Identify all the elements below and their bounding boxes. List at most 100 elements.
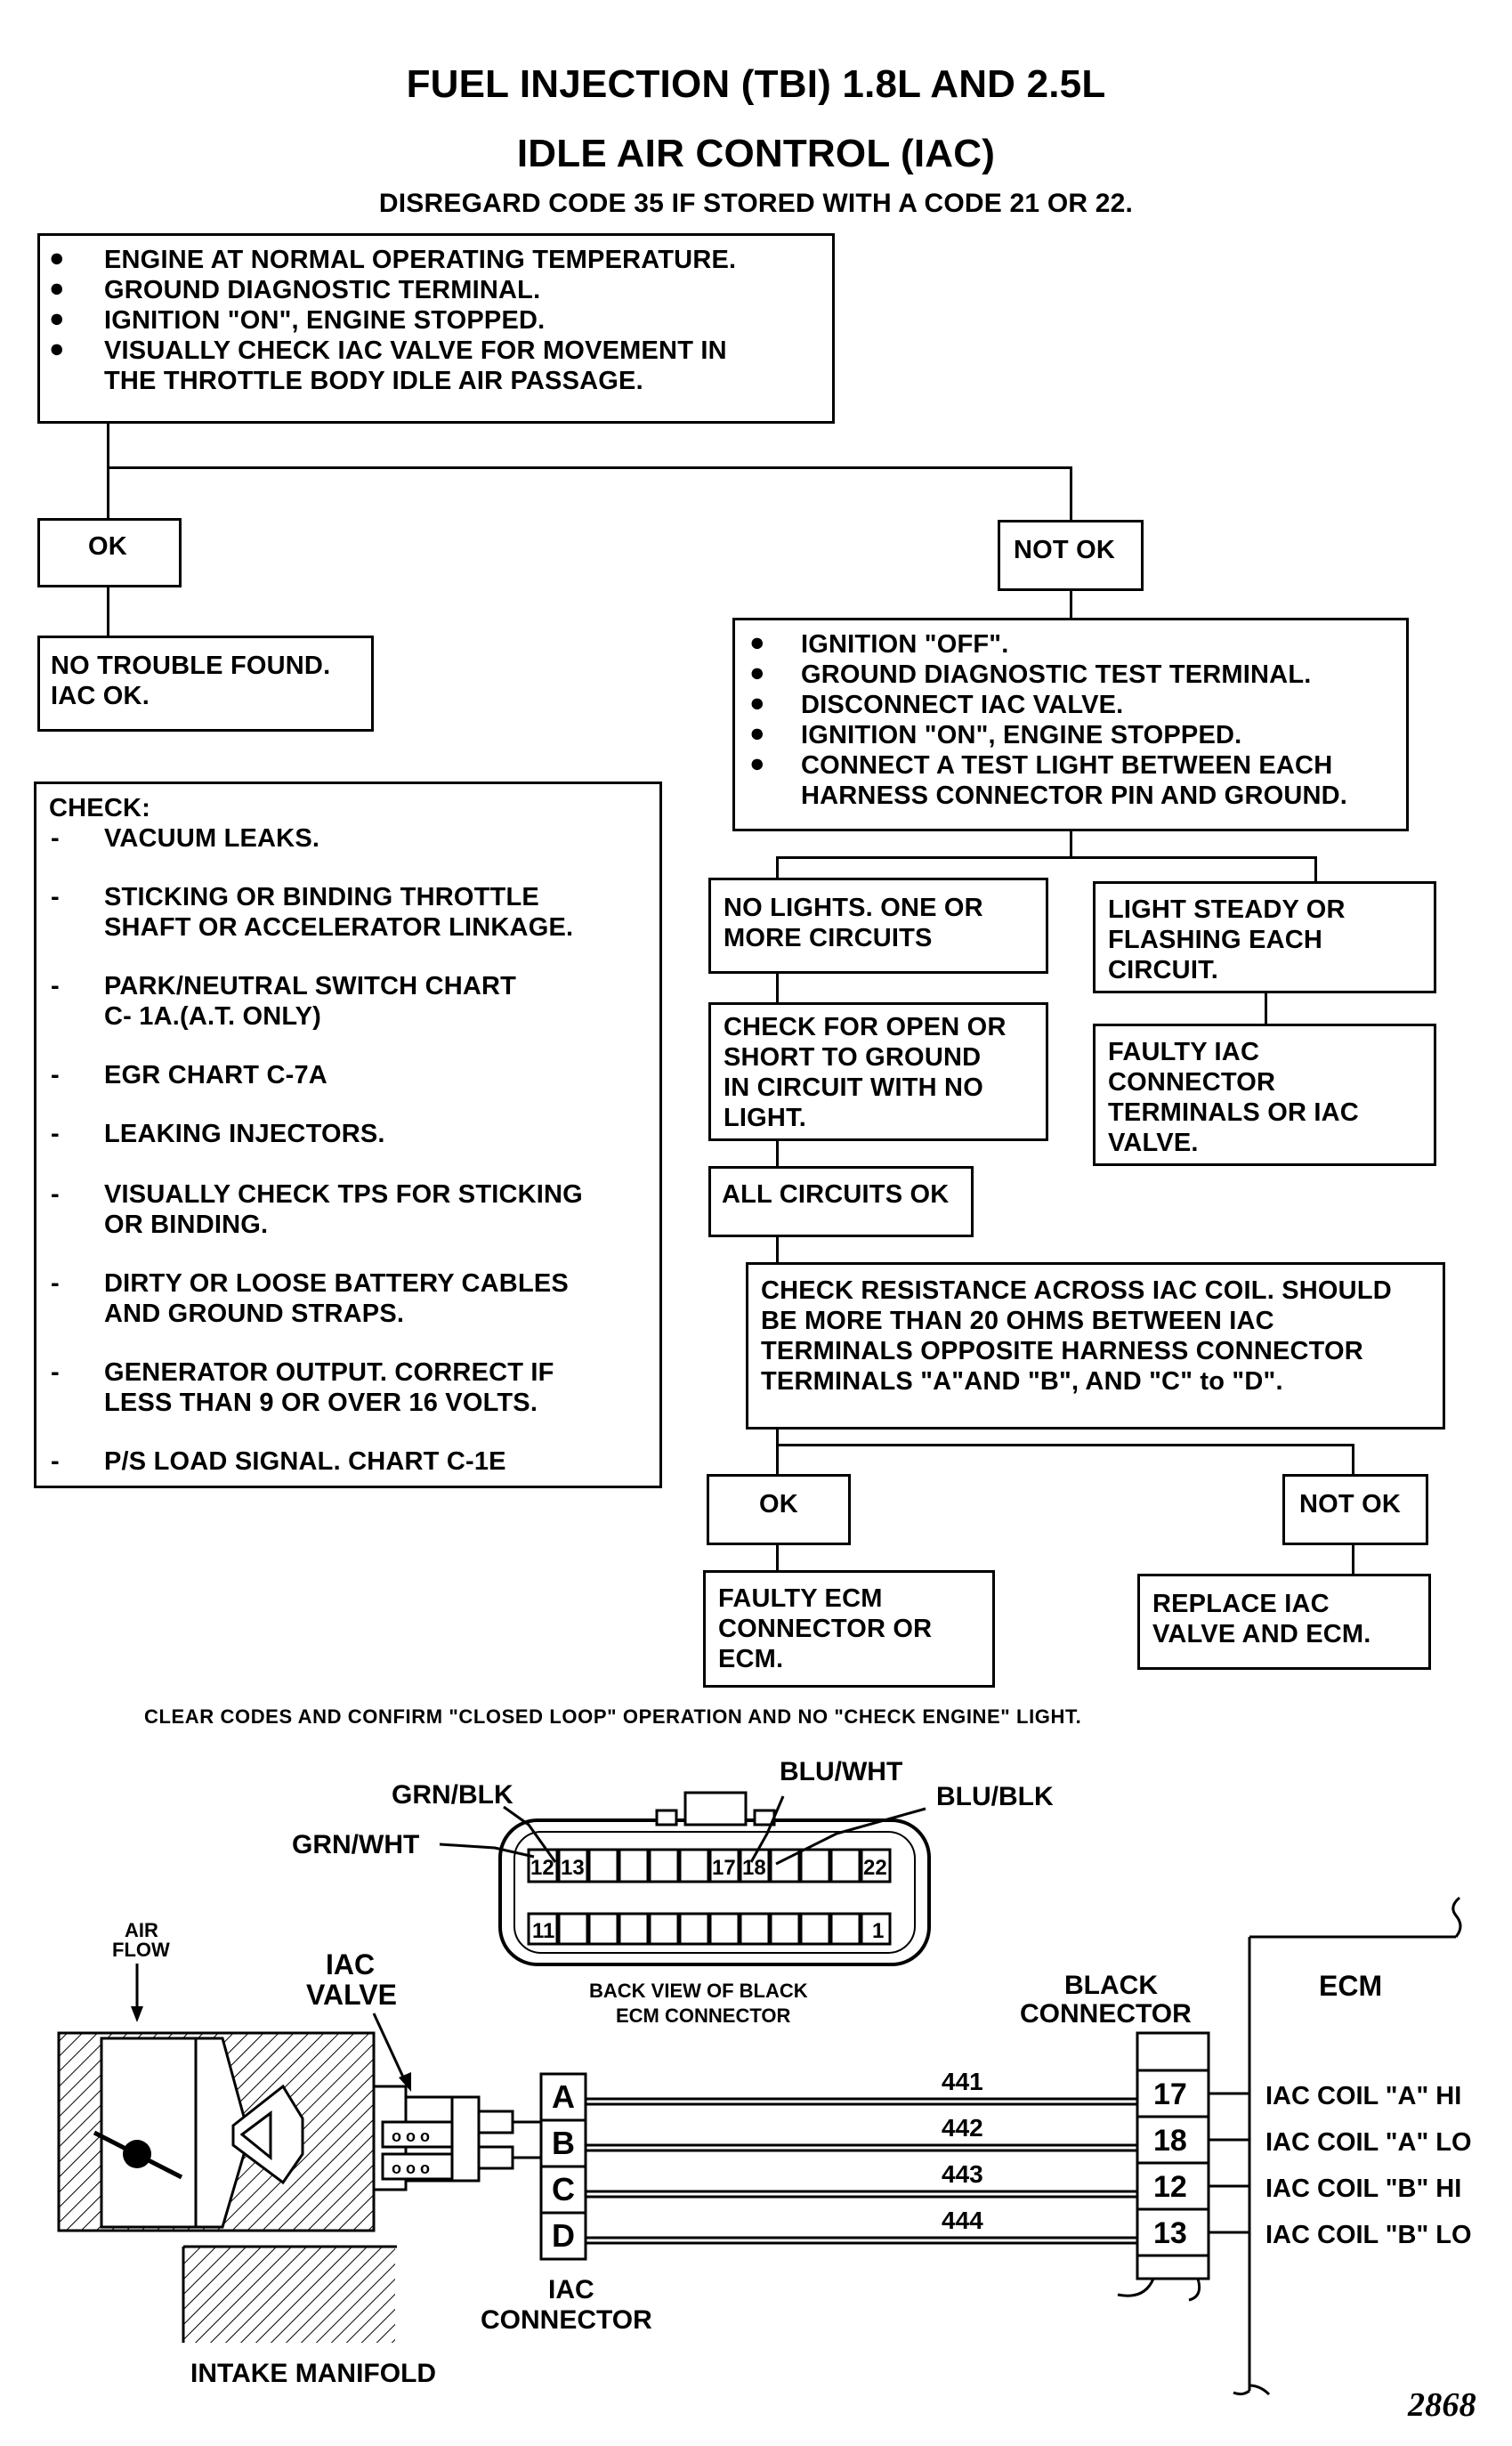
no-trouble-box: NO TROUBLE FOUND. IAC OK. xyxy=(37,636,374,732)
iac-pin-letter: B xyxy=(552,2125,575,2161)
circuit-number: 444 xyxy=(942,2207,983,2234)
check-open-line: IN CIRCUIT WITH NO xyxy=(724,1073,983,1102)
circuit-number: 443 xyxy=(942,2160,983,2188)
figure-number: 2868 xyxy=(1408,2386,1476,2424)
back-view-label: BACK VIEW OF BLACK xyxy=(589,1980,808,2002)
resistance-line: BE MORE THAN 20 OHMS BETWEEN IAC xyxy=(761,1307,1274,1335)
clear-codes-note: CLEAR CODES AND CONFIRM "CLOSED LOOP" OP… xyxy=(144,1705,1082,1728)
intake-manifold-label: INTAKE MANIFOLD xyxy=(190,2359,436,2388)
iac-valve-label: VALVE xyxy=(306,1979,397,2011)
check-item: C- 1A.(A.T. ONLY) xyxy=(104,1002,322,1031)
check-item: DIRTY OR LOOSE BATTERY CABLES xyxy=(104,1269,569,1298)
check-item: SHAFT OR ACCELERATOR LINKAGE. xyxy=(104,913,574,942)
light-steady-line: FLASHING EACH xyxy=(1108,926,1323,954)
test-box: ● ● ● ● ● IGNITION "OFF". GROUND DIAGNOS… xyxy=(732,618,1409,831)
no-lights-line: MORE CIRCUITS xyxy=(724,924,933,952)
light-steady-line: LIGHT STEADY OR xyxy=(1108,895,1346,924)
ecm-connector-back-view: 12 13 17 18 22 11 1 xyxy=(498,1791,931,1966)
check-item: OR BINDING. xyxy=(104,1211,269,1239)
pin-label: 12 xyxy=(530,1856,554,1880)
ecm-leads xyxy=(1209,2092,1249,2234)
ecm-outline xyxy=(1233,1896,1462,2396)
circuit-number: 442 xyxy=(942,2114,983,2142)
ecm-pin-description: IAC COIL "B" LO xyxy=(1265,2221,1472,2249)
faulty-ecm-line: ECM. xyxy=(718,1645,784,1673)
check-item: PARK/NEUTRAL SWITCH CHART xyxy=(104,972,517,1000)
start-box: ● ● ● ● ENGINE AT NORMAL OPERATING TEMPE… xyxy=(37,233,835,424)
check-item: VACUUM LEAKS. xyxy=(104,824,320,853)
resistance-box: CHECK RESISTANCE ACROSS IAC COIL. SHOULD… xyxy=(746,1262,1445,1430)
svg-text:o o o: o o o xyxy=(392,2159,430,2177)
start-item: IGNITION "ON", ENGINE STOPPED. xyxy=(104,306,546,335)
check-item: VISUALLY CHECK TPS FOR STICKING xyxy=(104,1180,583,1209)
page-title: FUEL INJECTION (TBI) 1.8L AND 2.5L xyxy=(406,62,1106,106)
check-item: EGR CHART C-7A xyxy=(104,1061,327,1089)
ecm-pin-description: IAC COIL "B" HI xyxy=(1265,2175,1461,2203)
wire-label-grn-blk: GRN/BLK xyxy=(392,1780,513,1810)
no-lights-line: NO LIGHTS. ONE OR xyxy=(724,894,983,922)
wire-label-blu-wht: BLU/WHT xyxy=(780,1757,902,1786)
wire-label-blu-blk: BLU/BLK xyxy=(936,1782,1054,1811)
replace-iac-line: REPLACE IAC xyxy=(1152,1590,1330,1618)
start-item: THE THROTTLE BODY IDLE AIR PASSAGE. xyxy=(104,367,643,395)
iac-pin-letter: A xyxy=(552,2078,575,2115)
faulty-ecm-line: FAULTY ECM xyxy=(718,1584,883,1613)
throttle-body xyxy=(57,2031,376,2232)
check-box: CHECK: - VACUUM LEAKS. - STICKING OR BIN… xyxy=(34,782,662,1488)
pin-label: 22 xyxy=(863,1856,887,1880)
check-item: AND GROUND STRAPS. xyxy=(104,1300,405,1328)
start-item: ENGINE AT NORMAL OPERATING TEMPERATURE. xyxy=(104,246,737,274)
faulty-iac-line: CONNECTOR xyxy=(1108,1068,1276,1097)
check-open-line: LIGHT. xyxy=(724,1104,807,1132)
pin-pointer-lines xyxy=(439,1795,926,1866)
check-open-line: CHECK FOR OPEN OR xyxy=(724,1013,1007,1041)
faulty-ecm-box: FAULTY ECM CONNECTOR OR ECM. xyxy=(703,1570,995,1688)
check-item: STICKING OR BINDING THROTTLE xyxy=(104,883,539,911)
test-item: DISCONNECT IAC VALVE. xyxy=(801,691,1124,719)
no-trouble-line: IAC OK. xyxy=(51,682,150,710)
check-heading: CHECK: xyxy=(49,794,150,822)
light-steady-box: LIGHT STEADY OR FLASHING EACH CIRCUIT. xyxy=(1093,881,1436,993)
resistance-line: CHECK RESISTANCE ACROSS IAC COIL. SHOULD xyxy=(761,1276,1392,1305)
resistance-line: TERMINALS "A"AND "B", AND "C" to "D". xyxy=(761,1367,1283,1396)
faulty-iac-line: VALVE. xyxy=(1108,1129,1199,1157)
replace-iac-line: VALVE AND ECM. xyxy=(1152,1620,1371,1648)
resistance-line: TERMINALS OPPOSITE HARNESS CONNECTOR xyxy=(761,1337,1363,1365)
pin-label: 13 xyxy=(561,1856,585,1880)
ecm-pin-number: 12 xyxy=(1153,2170,1187,2204)
ecm-pin-description: IAC COIL "A" LO xyxy=(1265,2128,1472,2157)
check-open-box: CHECK FOR OPEN OR SHORT TO GROUND IN CIR… xyxy=(708,1002,1048,1141)
no-trouble-line: NO TROUBLE FOUND. xyxy=(51,652,331,680)
pin-label: 1 xyxy=(872,1919,884,1943)
svg-text:o o o: o o o xyxy=(392,2127,430,2145)
black-connector: 17 18 12 13 xyxy=(1117,2031,1210,2302)
iac-connector-label: IAC xyxy=(548,2275,594,2304)
iac-connector-label: CONNECTOR xyxy=(481,2305,652,2335)
no-lights-box: NO LIGHTS. ONE OR MORE CIRCUITS xyxy=(708,878,1048,974)
not-ok-bottom-label: NOT OK xyxy=(1299,1490,1401,1519)
check-open-line: SHORT TO GROUND xyxy=(724,1043,982,1072)
ok-bottom-box: OK xyxy=(707,1474,851,1545)
test-item: CONNECT A TEST LIGHT BETWEEN EACH xyxy=(801,751,1333,780)
wire-label-grn-wht: GRN/WHT xyxy=(292,1830,419,1859)
faulty-iac-line: FAULTY IAC xyxy=(1108,1038,1260,1066)
test-item: IGNITION "OFF". xyxy=(801,630,1009,659)
start-item: VISUALLY CHECK IAC VALVE FOR MOVEMENT IN xyxy=(104,336,727,365)
pin-label: 18 xyxy=(742,1856,766,1880)
iac-pin-letter: D xyxy=(552,2217,575,2254)
circuit-number: 441 xyxy=(942,2068,983,2095)
back-view-label: ECM CONNECTOR xyxy=(616,2005,790,2027)
disregard-note: DISREGARD CODE 35 IF STORED WITH A CODE … xyxy=(378,189,1134,218)
ok-bottom-label: OK xyxy=(759,1490,798,1519)
ok-box: OK xyxy=(37,518,182,587)
ok-label: OK xyxy=(88,532,127,561)
top-pin-row xyxy=(527,1848,892,1883)
check-item: LESS THAN 9 OR OVER 16 VOLTS. xyxy=(104,1389,538,1417)
ecm-label: ECM xyxy=(1319,1970,1382,2002)
test-item: HARNESS CONNECTOR PIN AND GROUND. xyxy=(801,782,1348,810)
start-item: GROUND DIAGNOSTIC TERMINAL. xyxy=(104,276,541,304)
pin-label: 17 xyxy=(712,1856,736,1880)
faulty-iac-line: TERMINALS OR IAC xyxy=(1108,1098,1359,1127)
wires xyxy=(586,2097,1137,2245)
ecm-pin-description: IAC COIL "A" HI xyxy=(1265,2082,1461,2110)
